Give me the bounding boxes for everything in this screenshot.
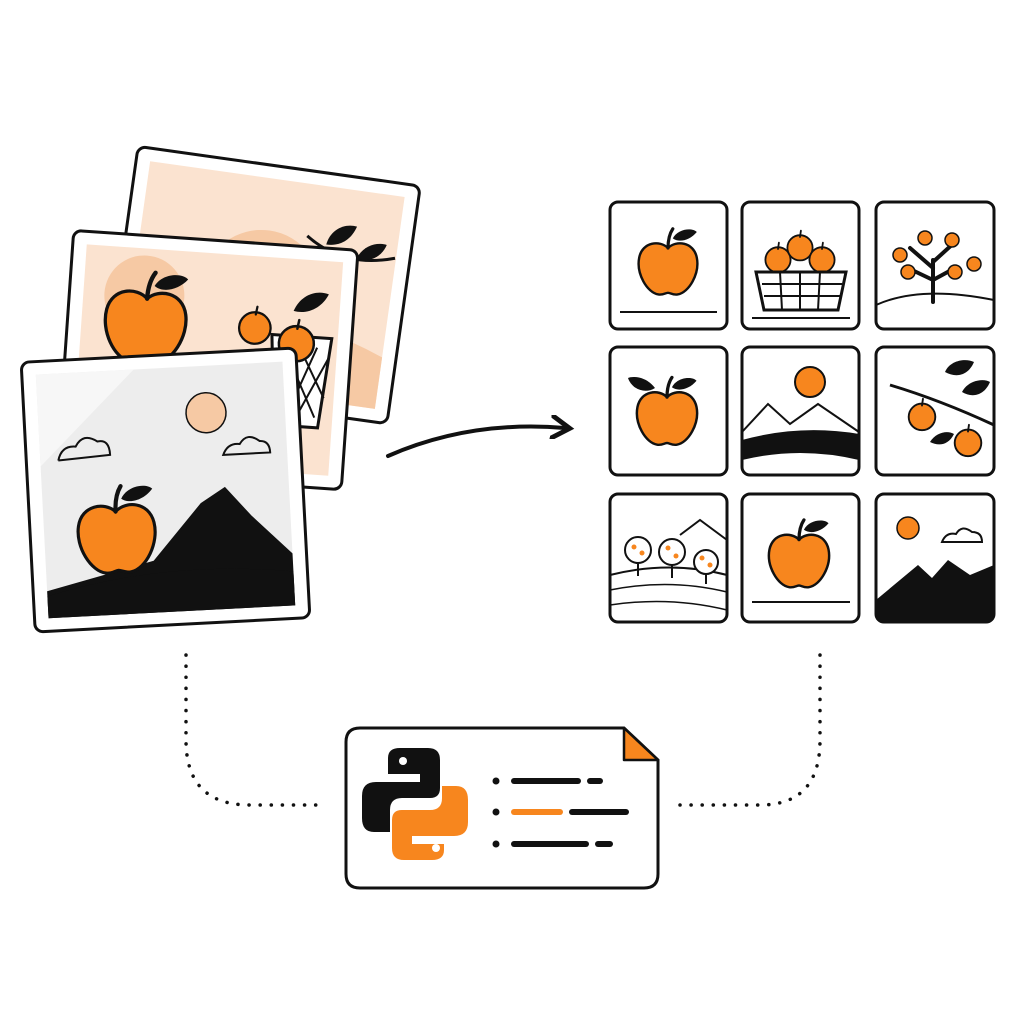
mountain-icon (741, 402, 860, 433)
sun-icon (896, 516, 920, 540)
cloud-icon (940, 527, 984, 543)
sun-icon (794, 366, 826, 398)
output-tile-2 (740, 200, 861, 331)
output-tile-5 (740, 345, 861, 477)
output-tile-1 (608, 200, 729, 331)
input-photo-front (20, 346, 311, 634)
cloud-icon (221, 436, 272, 456)
output-tile-6 (874, 345, 996, 477)
connector-left (184, 653, 327, 807)
transform-arrow (386, 427, 565, 458)
branch-icon (889, 383, 995, 427)
output-tile-3 (874, 200, 996, 331)
code-line-2 (492, 808, 629, 816)
mountain-icon (876, 560, 994, 622)
output-tile-9 (874, 492, 996, 624)
cloud-icon (57, 436, 112, 462)
output-tile-4 (608, 345, 729, 477)
python-logo-icon (362, 748, 468, 860)
tree-icon (908, 240, 957, 304)
connector-right (678, 653, 822, 807)
output-tile-8 (740, 492, 861, 624)
sun-icon (185, 391, 227, 434)
code-line-1 (492, 777, 603, 785)
code-line-3 (492, 840, 613, 848)
python-script-card (344, 726, 660, 890)
output-tile-7 (608, 492, 729, 624)
orchard-icon (624, 536, 719, 584)
